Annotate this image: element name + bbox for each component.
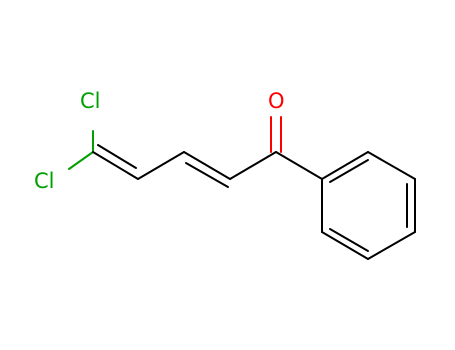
bond-c4-c5 <box>229 151 277 180</box>
atom-label-cl-upper: Cl <box>80 89 101 113</box>
bond-c5-ipso <box>275 151 323 180</box>
ring-bond-5 <box>321 231 369 260</box>
ring-bond-2 <box>367 151 416 180</box>
bond-c3-c4 <box>183 151 231 180</box>
ring-bond-1 <box>321 151 369 180</box>
ring-bond-4 <box>367 231 416 260</box>
ring-double-1 <box>329 159 369 183</box>
bond-c1-cl-lower <box>68 151 94 170</box>
bond-c3-c4-double <box>185 162 229 188</box>
bond-c1-c2 <box>92 151 139 180</box>
bond-c1-c2-double <box>97 144 137 169</box>
atom-label-cl-lower: Cl <box>34 169 55 193</box>
ring-double-3 <box>329 228 369 252</box>
atom-label-oxygen: O <box>268 89 285 113</box>
bond-c2-c3 <box>137 151 185 180</box>
